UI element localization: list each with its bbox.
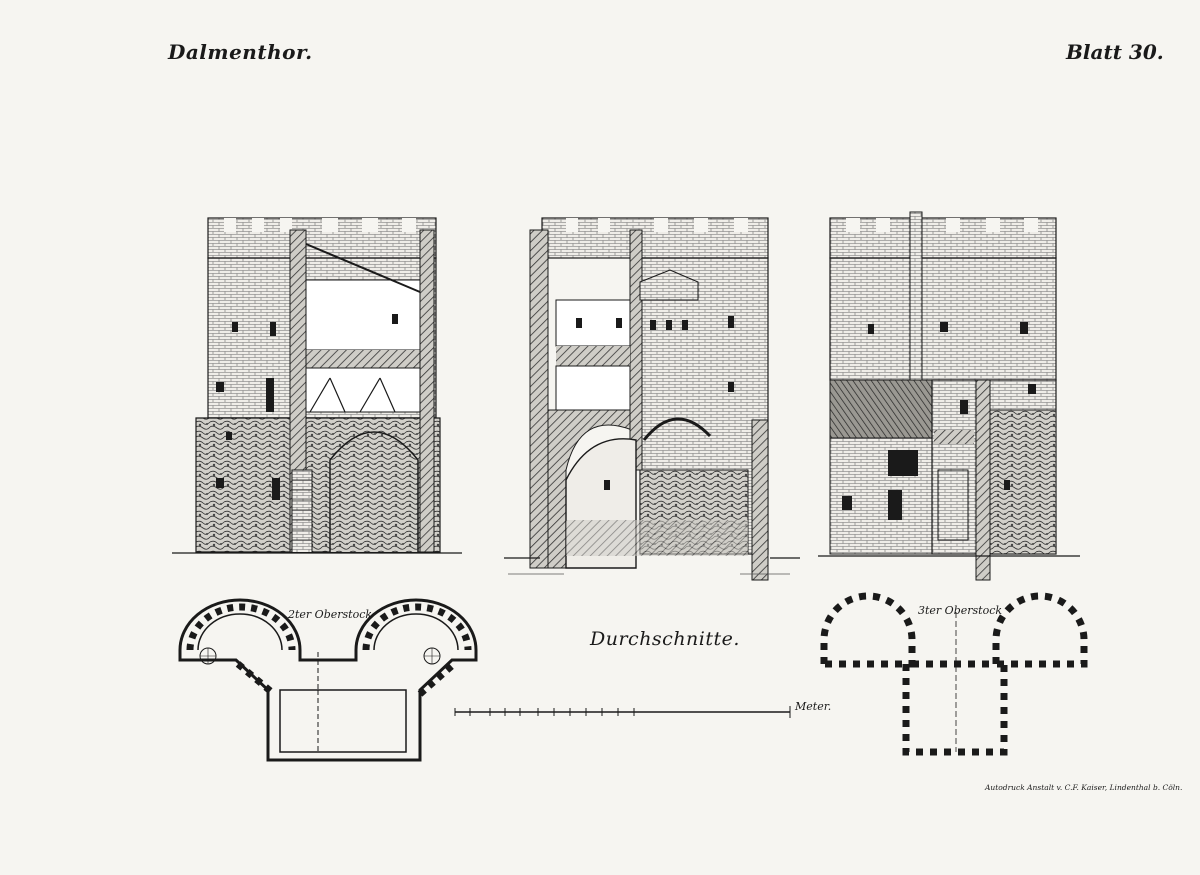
- printer-imprint: Autodruck Anstalt v. C.F. Kaiser, Linden…: [985, 783, 1183, 792]
- floor-plan-2nd-upper: [178, 598, 478, 762]
- scale-unit-label: Meter.: [795, 700, 832, 713]
- plan-3-label: 3ter Oberstock: [918, 604, 1003, 617]
- sheet-number: Blatt 30.: [1066, 40, 1164, 64]
- middle-section-elevation: [504, 217, 800, 581]
- sections-caption: Durchschnitte.: [590, 628, 740, 650]
- left-section-elevation: [172, 217, 462, 554]
- plan-2-label: 2ter Oberstock: [288, 608, 373, 621]
- floor-plan-3rd-upper: [820, 592, 1088, 756]
- right-section-elevation: [818, 211, 1080, 581]
- scale-bar: [454, 706, 791, 718]
- sheet-title: Dalmenthor.: [168, 40, 313, 64]
